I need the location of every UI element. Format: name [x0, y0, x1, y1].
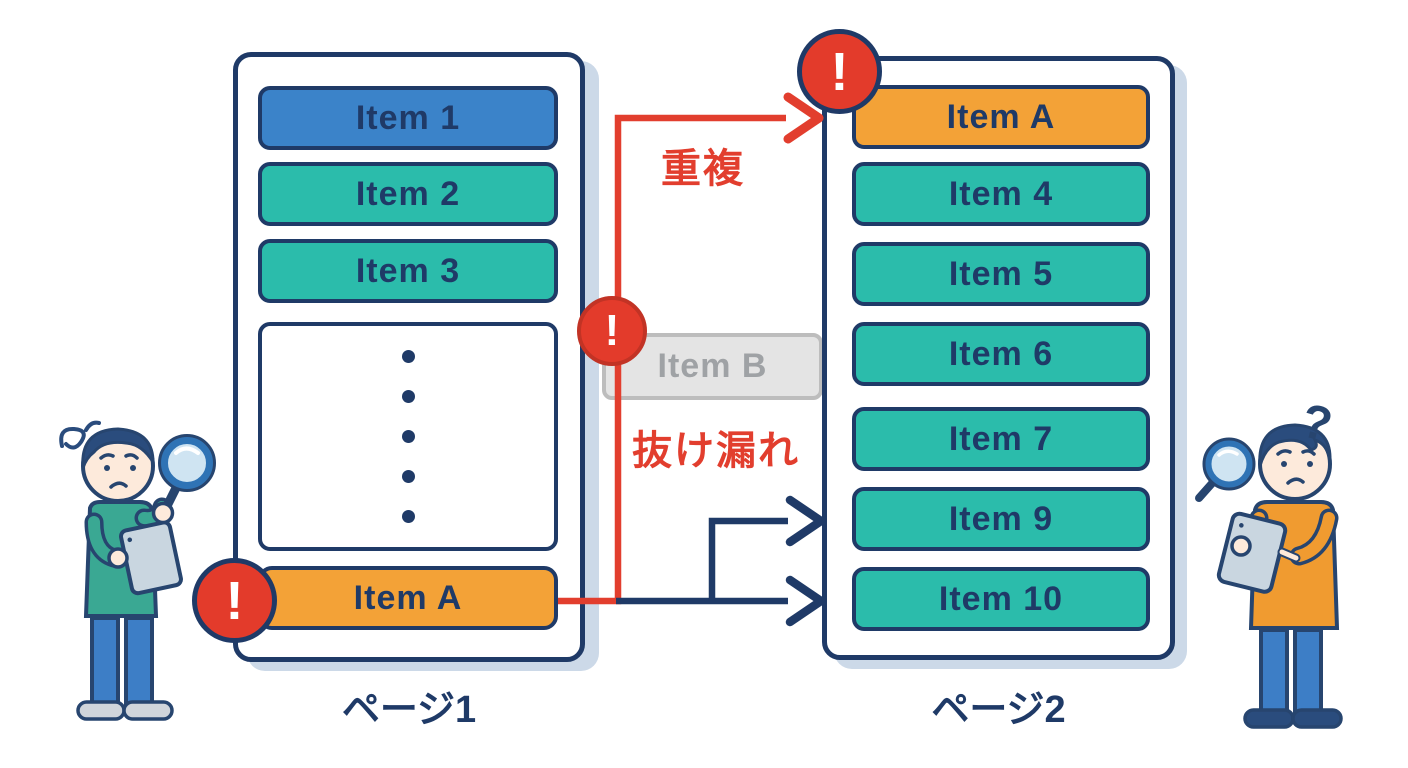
exclamation-glyph: ! [225, 570, 244, 631]
confused-person-right [1195, 423, 1343, 729]
person-hand [151, 501, 175, 525]
tablet-icon [118, 520, 183, 596]
ellipsis-dot [401, 470, 415, 483]
ellipsis-dot [401, 430, 415, 443]
person-mouth [1286, 477, 1305, 485]
person-arm [1293, 512, 1335, 562]
person-shoe [1291, 708, 1343, 729]
confused-person-left [59, 420, 216, 721]
warning-icon: ! [577, 296, 647, 366]
person-shoe [76, 700, 126, 721]
person-eye [1307, 461, 1313, 467]
person-eye [130, 465, 136, 471]
person-pointing-finger [1279, 549, 1299, 561]
flow-arrow-head-bottom [785, 575, 826, 627]
person-shoe [1243, 708, 1295, 729]
warning-icon: ! [797, 29, 882, 114]
list-item: Item 10 [852, 567, 1150, 631]
person-eye [104, 465, 110, 471]
person-hair [1258, 423, 1332, 467]
list-item: Item 9 [852, 487, 1150, 551]
duplicate-label: 重複 [661, 147, 745, 191]
page1-panel: Item 1 Item 2 Item 3 Item A [233, 52, 585, 662]
list-item: Item 5 [852, 242, 1150, 306]
page2-panel: Item A Item 4 Item 5 Item 6 Item 7 Item … [822, 56, 1175, 660]
ellipsis-box [258, 322, 558, 551]
list-item: Item 4 [852, 162, 1150, 226]
list-item: Item 6 [852, 322, 1150, 386]
duplicated-item-a: Item A [258, 566, 558, 630]
confusion-scribble-icon [59, 420, 101, 450]
person-eyebrow [1301, 449, 1316, 456]
flow-arrow-line-branch [708, 517, 788, 601]
person-hand [1230, 535, 1252, 557]
person-leg [90, 616, 120, 708]
page1-label: ページ1 [341, 689, 477, 731]
duplicated-item-a: Item A [852, 85, 1150, 149]
warning-icon: ! [192, 558, 277, 643]
person-shoe [122, 700, 174, 721]
list-item: Item 1 [258, 86, 558, 150]
flow-arrow-head-top [785, 495, 826, 547]
list-item: Item 3 [258, 239, 558, 303]
person-eyebrow [99, 453, 115, 460]
list-item: Item 7 [852, 407, 1150, 471]
person-mouth [109, 481, 128, 489]
person-leg [1293, 628, 1323, 716]
person-eyebrow [1276, 449, 1292, 456]
ellipsis-dot [401, 510, 415, 523]
person-eyebrow [124, 453, 139, 460]
person-leg [1259, 628, 1289, 716]
exclamation-glyph: ! [604, 306, 620, 355]
tablet-icon [1216, 511, 1288, 594]
person-hair [81, 427, 155, 469]
ellipsis-dot [401, 390, 415, 403]
missing-label: 抜け漏れ [632, 429, 800, 473]
person-leg [124, 616, 154, 708]
list-item: Item 2 [258, 162, 558, 226]
page2-label: ページ2 [931, 689, 1066, 731]
person-eye [1281, 461, 1287, 467]
person-hand [107, 547, 129, 569]
magnifier-icon [1204, 439, 1254, 489]
exclamation-glyph: ! [830, 41, 849, 102]
ellipsis-dot [401, 350, 415, 363]
